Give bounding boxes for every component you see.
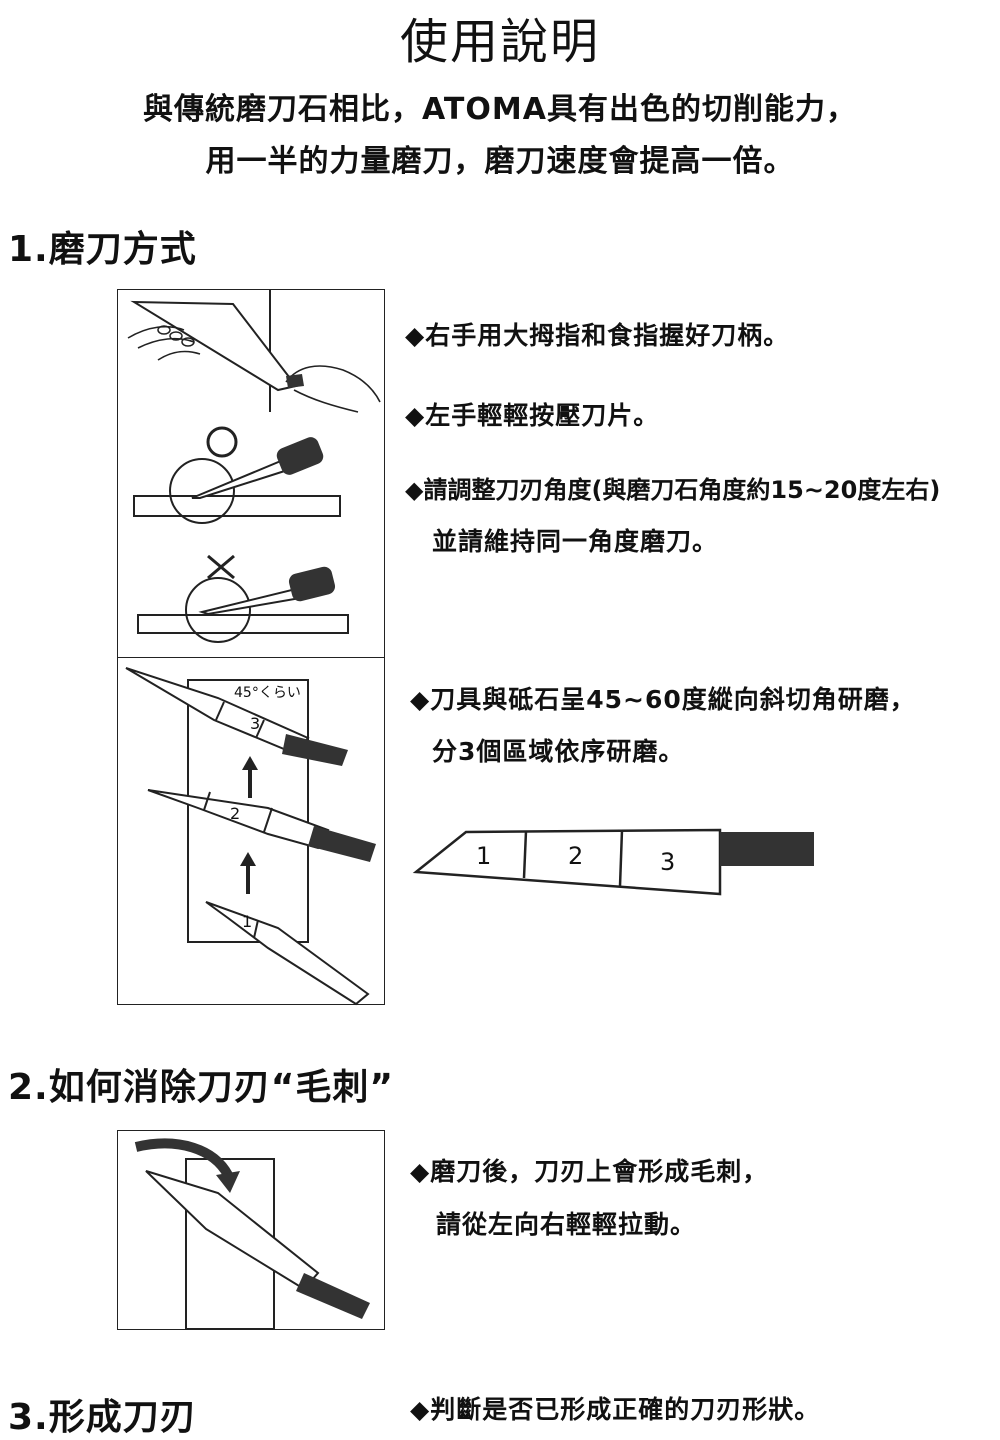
page-title: 使用說明: [399, 14, 600, 70]
knife-zone-3: 3: [660, 848, 676, 876]
deburr-drawing: [134, 1138, 370, 1330]
intro-line-2: 用一半的力量磨刀，磨刀速度會提高一倍。: [205, 144, 795, 179]
note-burr-pull: 請從左向右輕輕拉動。: [436, 1210, 697, 1239]
section-2-heading: 2.如何消除刀刃“毛刺”: [8, 1067, 395, 1108]
note-burr: ◆磨刀後，刀刃上會形成毛刺，: [410, 1157, 769, 1186]
section-3-heading: 3.形成刀刃: [8, 1397, 197, 1438]
zone-1-label: 1: [242, 912, 253, 931]
note-zones-order: 分3個區域依序研磨。: [432, 737, 685, 766]
note-press: ◆左手輕輕按壓刀片。: [405, 401, 660, 430]
note-zones: ◆刀具與砥石呈45~60度縱向斜切角研磨，: [410, 685, 916, 714]
zone-3-label: 3: [250, 714, 261, 733]
deburr-figure: [117, 1130, 385, 1330]
note-edge-check: ◆判斷是否已形成正確的刀刃形狀。: [410, 1395, 821, 1424]
three-zone-drawing: [125, 667, 376, 1006]
section-1-heading: 1.磨刀方式: [8, 229, 197, 270]
zone-2-label: 2: [230, 804, 241, 823]
grip-angle-drawing: [127, 290, 381, 643]
angle-label: 45°くらい: [234, 685, 301, 701]
knife-zones-drawing: [412, 828, 814, 896]
intro-line-1: 與傳統磨刀石相比，ATOMA具有出色的切削能力，: [143, 92, 857, 127]
three-zone-figure: 45°くらい 3 2 1: [117, 657, 385, 1006]
knife-zone-1: 1: [476, 842, 492, 870]
knife-zones-diagram: 1 2 3: [410, 822, 830, 902]
note-grip: ◆右手用大拇指和食指握好刀柄。: [405, 321, 790, 350]
grip-angle-figure: [117, 289, 385, 659]
note-angle: ◆請調整刀刃角度(與磨刀石角度約15~20度左右): [405, 476, 941, 504]
note-angle-keep: 並請維持同一角度磨刀。: [432, 527, 719, 556]
knife-zone-2: 2: [568, 842, 584, 870]
